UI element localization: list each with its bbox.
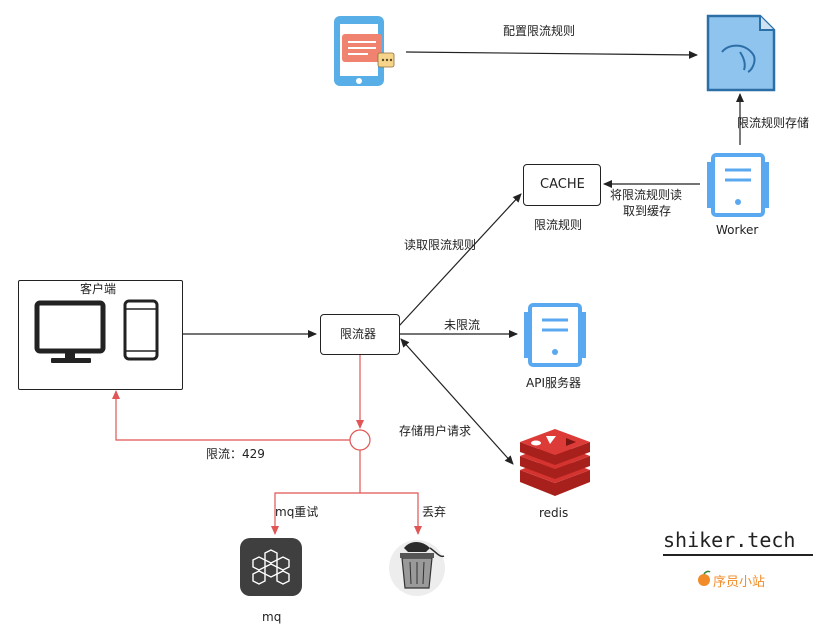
edge-limited-429 xyxy=(112,390,350,441)
smartphone-icon xyxy=(123,299,159,361)
site-subtitle: 序员小站 xyxy=(713,575,766,590)
cache-caption: 限流规则 xyxy=(534,218,583,232)
worker-label: Worker xyxy=(716,223,759,237)
redis-label: redis xyxy=(539,506,569,520)
edge-label-load-rules-2: 取到缓存 xyxy=(623,204,672,218)
worker-server-icon xyxy=(707,153,769,217)
api-server-label: API服务器 xyxy=(526,376,581,390)
edge-label-rule-storage: 限流规则存储 xyxy=(737,116,810,130)
mq-label: mq xyxy=(262,610,282,624)
edge-discard xyxy=(360,492,422,535)
cache-label: CACHE xyxy=(540,177,585,192)
api-server-icon xyxy=(524,303,586,367)
client-box xyxy=(18,280,183,390)
trash-can-icon xyxy=(389,540,445,596)
cache-box xyxy=(523,164,601,206)
edge-label-mq-retry: mq重试 xyxy=(275,505,319,519)
redis-icon xyxy=(520,429,590,496)
edge-label-discard: 丢弃 xyxy=(422,505,447,519)
edge-label-not-limited: 未限流 xyxy=(444,318,481,332)
limiter-label: 限流器 xyxy=(340,327,377,341)
brand-underline xyxy=(663,554,813,556)
edge-label-load-rules-1: 将限流规则读 xyxy=(610,188,683,202)
edge-store-requests xyxy=(400,338,514,465)
limiter-box xyxy=(320,314,400,355)
edge-config-rules xyxy=(405,50,698,59)
mq-hexagon-icon xyxy=(240,538,302,596)
desktop-monitor-icon xyxy=(34,300,106,363)
edge-label-read-rules: 读取限流规则 xyxy=(404,238,477,252)
orange-icon xyxy=(698,570,711,586)
phone-chat-icon xyxy=(334,16,395,86)
site-brand: shiker.tech xyxy=(663,528,796,552)
client-label: 客户端 xyxy=(80,282,117,296)
edge-mq-retry xyxy=(271,492,360,535)
database-icon xyxy=(706,14,776,92)
decision-node xyxy=(349,429,371,451)
edge-label-limited-429: 限流：429 xyxy=(206,447,265,461)
edge-label-store-requests: 存储用户请求 xyxy=(399,424,472,438)
client-devices xyxy=(34,299,159,363)
edge-read-rules xyxy=(398,193,522,327)
edge-label-config-rules: 配置限流规则 xyxy=(503,24,576,38)
